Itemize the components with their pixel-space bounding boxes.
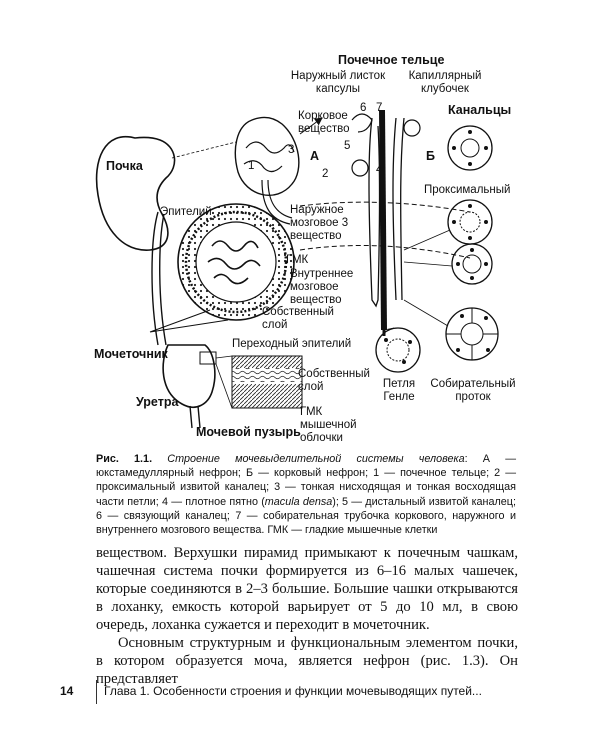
label-num-3: 3 [288, 144, 294, 157]
label-ureter: Мочеточник [94, 348, 168, 361]
label-num-1: 1 [248, 160, 254, 173]
figure: Почечное тельце Наружный листок капсулы … [0, 0, 600, 440]
caption-macula: macula densa [265, 496, 332, 508]
label-smc: ГМК [286, 254, 308, 267]
label-smc-muscle: ГМК мышечной облочки [300, 406, 364, 445]
label-renal-corpuscle: Почечное тельце [338, 54, 444, 67]
tubule-cross-section-3 [452, 244, 492, 284]
label-inner-medulla: Внутреннее мозговое вещество [290, 268, 370, 307]
collecting-tubule [382, 110, 384, 330]
page-number: 14 [60, 684, 73, 698]
kidney-shape [97, 137, 175, 250]
henle-loop-cross-section [376, 328, 420, 372]
paragraph-1: веществом. Верхушки пирамид примыкают к … [96, 544, 518, 634]
label-transitional-epithelium: Переходный эпителий [232, 338, 351, 351]
label-outer-medulla: Наружное мозговое 3 вещество [290, 204, 368, 243]
label-proximal: Проксимальный [424, 184, 510, 197]
label-epithelium: Эпителий [160, 206, 212, 219]
tubule-cross-section-2 [448, 200, 492, 244]
label-collecting-duct: Собирательный проток [428, 378, 518, 404]
label-lamina-propria-2: Собственный слой [298, 368, 368, 394]
label-kidney: Почка [106, 160, 143, 173]
collecting-duct-cross-section [446, 308, 498, 360]
caption-title: Строение мочевыделительной системы челов… [167, 453, 464, 465]
page-footer: 14 Глава 1. Особенности строения и функц… [60, 680, 520, 704]
label-tubules: Канальцы [448, 104, 511, 117]
label-outer-capsule: Наружный листок капсулы [288, 70, 388, 96]
label-bladder: Мочевой пузырь [196, 426, 301, 439]
label-a: А [310, 150, 319, 163]
chapter-title: Глава 1. Особенности строения и функции … [104, 684, 482, 698]
caption-label: Рис. 1.1. [96, 453, 152, 465]
body-text: веществом. Верхушки пирамид примыкают к … [96, 544, 518, 688]
label-num-6: 6 [360, 102, 366, 115]
tubule-cross-section-1 [448, 126, 492, 170]
ureter-line [152, 212, 158, 345]
label-cortex: Корковое вещество [298, 110, 358, 136]
label-num-7: 7 [376, 102, 382, 115]
label-henle-loop: Петля Генле [372, 378, 426, 404]
label-capillary-glomerulus: Капиллярный клубочек [400, 70, 490, 96]
footer-separator [96, 680, 97, 704]
label-b: Б [426, 150, 435, 163]
label-urethra: Уретра [136, 396, 178, 409]
label-num-5: 5 [344, 140, 350, 153]
figure-caption: Рис. 1.1. Строение мочевыделительной сис… [96, 452, 516, 537]
label-num-2: 2 [322, 168, 328, 181]
label-num-4: 4 [376, 164, 382, 177]
label-lamina-propria: Собственный слой [262, 306, 332, 332]
